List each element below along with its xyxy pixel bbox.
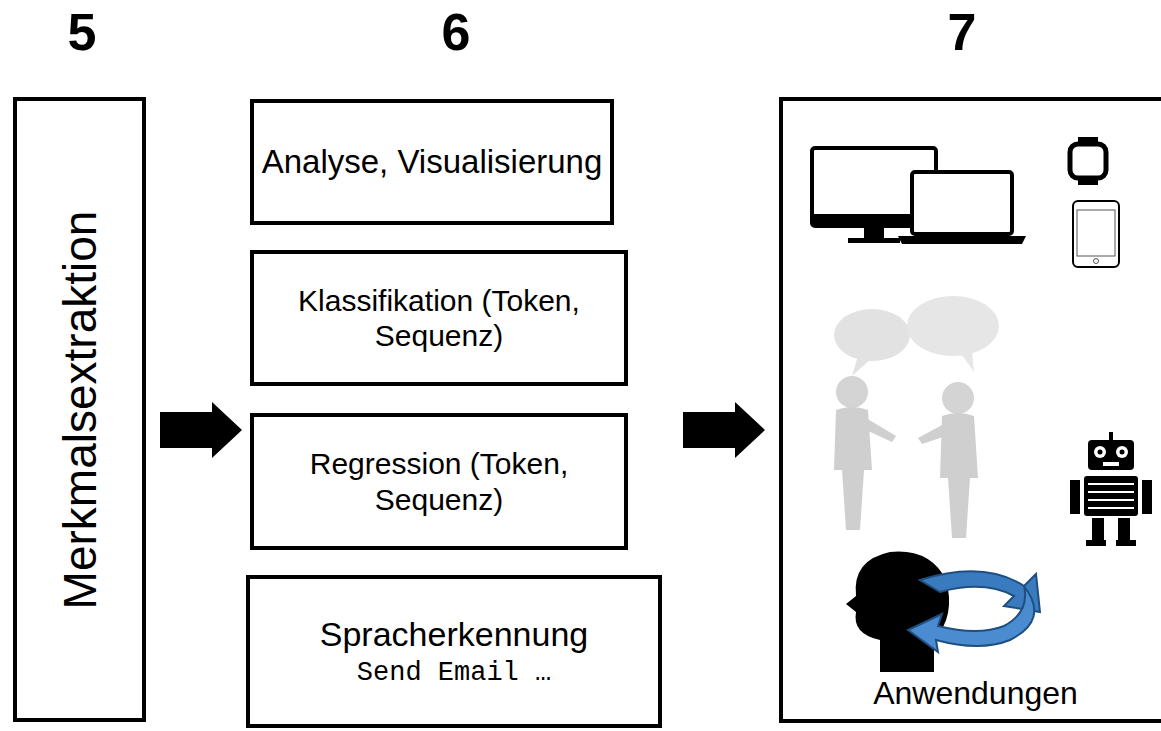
- command-text: Send Email …: [357, 658, 551, 690]
- people-icon: [834, 296, 999, 538]
- node-text: Spracherkennung: [320, 614, 588, 654]
- callout-number: 5: [68, 2, 97, 62]
- stage-box: Merkmalsextraktion: [13, 97, 146, 722]
- process-box: SpracherkennungSend Email …: [246, 575, 662, 728]
- node-text: Klassifikation (Token, Sequenz): [254, 283, 624, 354]
- node-text: Regression (Token, Sequenz): [254, 446, 624, 517]
- process-box: Klassifikation (Token, Sequenz): [250, 250, 628, 386]
- flow-arrow: [683, 402, 765, 458]
- laptop-icon: [898, 172, 1026, 244]
- flow-arrow: [160, 402, 242, 458]
- head-icon: [846, 552, 1040, 672]
- phone-icon: [1073, 201, 1119, 267]
- robot-icon: [1070, 432, 1152, 546]
- process-box: Regression (Token, Sequenz): [250, 413, 628, 550]
- node-text: Analyse, Visualisierung: [262, 143, 603, 182]
- node-text: Merkmalsextraktion: [52, 210, 106, 609]
- application-box: Anwendungen: [779, 97, 1161, 723]
- process-box: Analyse, Visualisierung: [250, 99, 614, 225]
- callout-number: 7: [948, 2, 977, 62]
- watch-icon: [1070, 137, 1106, 185]
- node-text: Anwendungen: [783, 675, 1161, 713]
- callout-number: 6: [442, 2, 471, 62]
